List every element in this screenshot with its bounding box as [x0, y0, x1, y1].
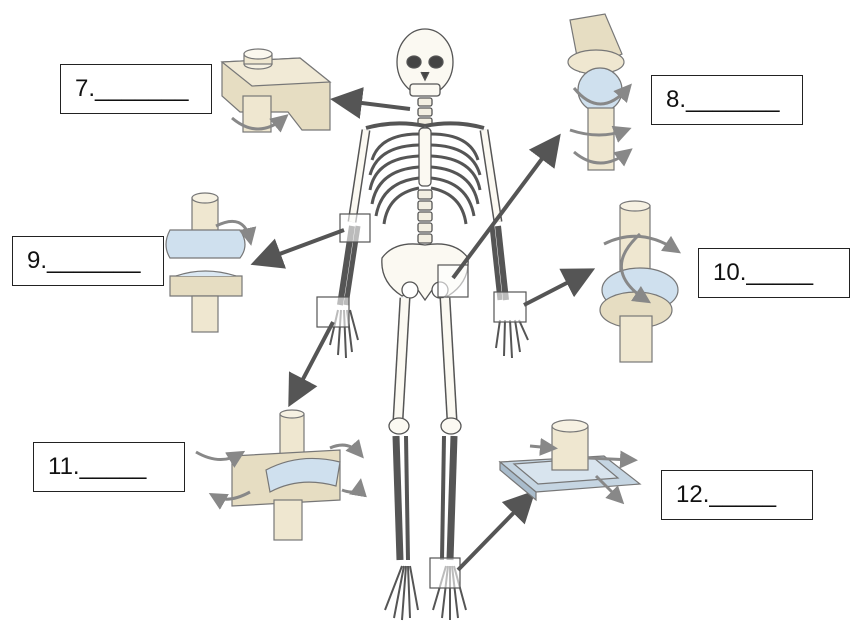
pivot-joint-model: [220, 48, 332, 133]
leader-arrows: [250, 87, 596, 572]
label-box-11[interactable]: 11._____: [33, 442, 185, 492]
arrow-7: [330, 87, 411, 119]
elbow-highlight-box: [339, 213, 371, 243]
hip-highlight-box: [437, 264, 469, 298]
label-box-10[interactable]: 10._____: [698, 248, 850, 298]
plane-joint-model: [498, 419, 642, 505]
label-box-12[interactable]: 12._____: [661, 470, 813, 520]
skeleton-figure: [329, 28, 529, 621]
ball-and-socket-joint-model: [567, 13, 633, 171]
wrist-right-highlight-box: [493, 291, 527, 323]
arrow-11: [288, 321, 335, 408]
foot-highlight-box: [429, 557, 461, 589]
hinge-joint-model: [165, 192, 257, 333]
arrow-12: [456, 490, 536, 572]
label-box-9[interactable]: 9._______: [12, 236, 164, 286]
arrow-8: [451, 133, 561, 280]
arrow-10: [523, 268, 596, 307]
label-box-7[interactable]: 7._______: [60, 64, 212, 114]
arrow-9: [250, 228, 345, 269]
condyloid-joint-model: [599, 200, 681, 363]
label-box-8[interactable]: 8._______: [651, 75, 803, 125]
saddle-joint-model: [195, 409, 367, 541]
